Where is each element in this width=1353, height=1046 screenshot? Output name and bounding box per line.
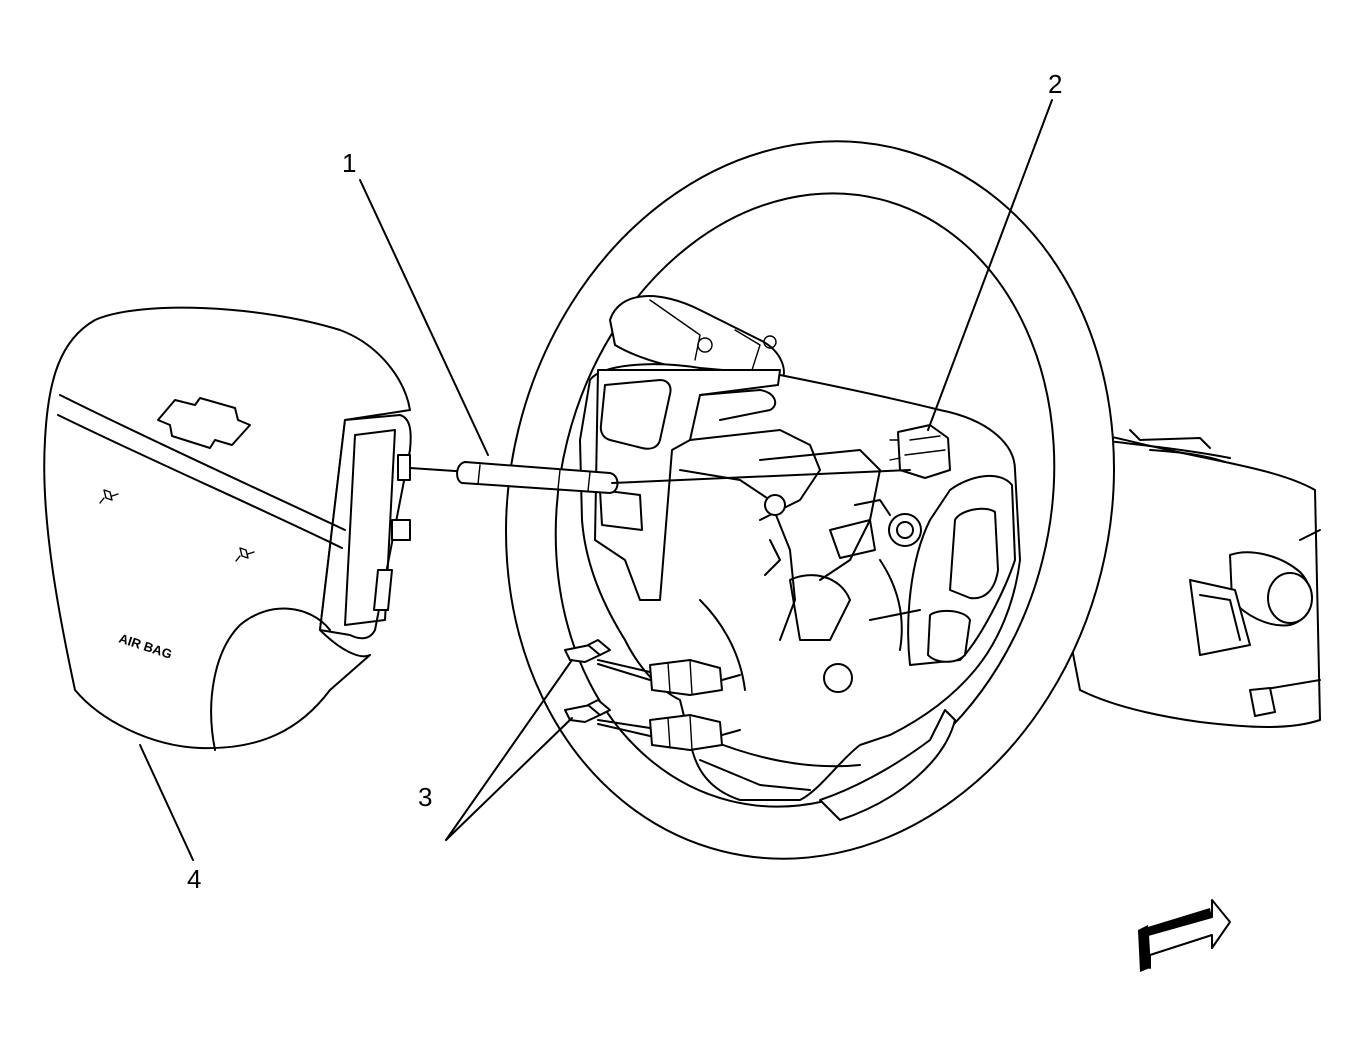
leader-lines xyxy=(139,99,1053,861)
callout-3: 3 xyxy=(418,782,432,812)
lower-connector xyxy=(564,699,741,751)
view-direction-arrow-icon xyxy=(1138,899,1231,972)
horn-icon xyxy=(235,547,255,562)
leader-3a xyxy=(445,659,573,841)
airbag-side xyxy=(319,414,412,640)
leader-2 xyxy=(927,99,1053,431)
leader-1 xyxy=(359,179,489,456)
airbag-connectors xyxy=(564,639,741,751)
bowtie-emblem-icon xyxy=(157,397,251,449)
upper-connector xyxy=(564,639,741,696)
callout-4: 4 xyxy=(187,864,201,894)
leader-4 xyxy=(139,744,194,861)
horn-icon xyxy=(99,489,119,504)
airbag-module: AIR BAG xyxy=(43,306,412,751)
callout-1: 1 xyxy=(342,148,356,178)
airbag-cover xyxy=(43,306,411,750)
steering-wheel xyxy=(505,140,1115,860)
pick-tool xyxy=(409,461,911,494)
turn-signal-stalk xyxy=(609,295,785,386)
leader-3b xyxy=(445,717,573,841)
callout-2: 2 xyxy=(1048,69,1062,99)
